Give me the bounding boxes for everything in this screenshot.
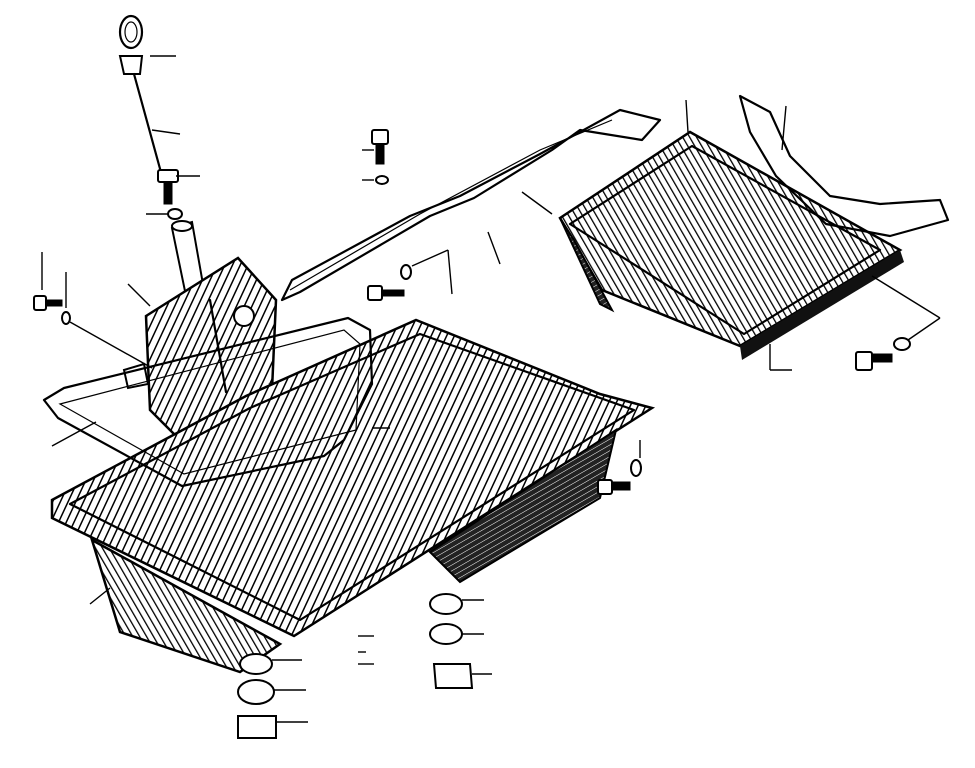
seal-ring xyxy=(429,593,463,615)
drain-plug xyxy=(237,715,277,739)
washer xyxy=(167,208,183,220)
lower-bolt xyxy=(597,440,642,495)
rear-gasket xyxy=(685,94,950,238)
drain-plugs xyxy=(237,593,492,739)
seal-ring xyxy=(237,679,275,705)
dipstick-ring xyxy=(118,14,144,50)
mid-bolt xyxy=(367,249,453,301)
right-bolt xyxy=(769,275,941,371)
rear-sump xyxy=(558,130,904,360)
leader-line xyxy=(151,129,181,135)
leader-lines xyxy=(89,191,553,605)
front-gasket xyxy=(42,316,374,488)
seal-ring xyxy=(429,623,463,645)
long-gasket xyxy=(280,108,662,302)
left-bolt xyxy=(33,252,153,390)
seal-ring xyxy=(239,653,273,675)
top-bolt xyxy=(362,129,389,185)
washer xyxy=(375,175,389,185)
front-sump xyxy=(50,318,656,674)
guide-bolt xyxy=(146,169,200,220)
dipstick-cap xyxy=(118,55,144,75)
dipstick xyxy=(118,14,181,178)
drain-plug xyxy=(432,663,474,689)
